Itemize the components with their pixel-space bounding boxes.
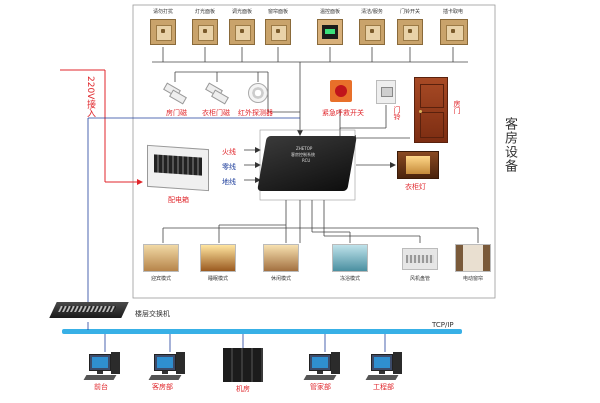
device-label-light: 灯光面板	[194, 9, 215, 15]
wardrobe-magnet-label: 衣柜门磁	[202, 109, 230, 117]
controller-brand: ZHETOP	[296, 146, 313, 151]
light-panel	[192, 19, 218, 45]
scene-bath-image	[332, 244, 368, 272]
device-label-cleaning: 清洁/服务	[361, 9, 383, 15]
curtain-panel	[265, 19, 291, 45]
butler-pc-icon	[303, 352, 341, 386]
device-label-dimmer: 调光面板	[231, 9, 252, 15]
ir-detector-icon	[248, 83, 268, 103]
thermostat-panel	[317, 19, 343, 45]
fire-wire-label: 火线	[222, 148, 236, 156]
electric-curtain-image	[455, 244, 491, 272]
neutral-wire-label: 零线	[222, 163, 236, 171]
input-220v-label: 220V接入	[85, 76, 95, 118]
scene-sleep-image	[200, 244, 236, 272]
wardrobe-lamp-image	[397, 151, 439, 179]
engineering-pc-icon	[365, 352, 403, 386]
wardrobe-lamp-label: 衣柜灯	[405, 183, 426, 191]
room-door-label: 房门	[453, 100, 461, 114]
endpoint-front-desk-label: 前台	[94, 383, 108, 391]
cleaning-switch	[359, 19, 385, 45]
controller-model: RCU	[302, 158, 311, 163]
device-label-curtain: 窗帘面板	[267, 9, 288, 15]
dnd-switch	[150, 19, 176, 45]
card-power-switch	[440, 19, 468, 45]
device-label-card-power: 插卡取电	[442, 9, 463, 15]
controller-name: 客房控制系统	[291, 152, 315, 157]
fan-coil-image	[402, 248, 438, 270]
device-label-thermostat: 温控面板	[319, 9, 340, 15]
scene-bath-label: 冻浴模式	[339, 276, 360, 282]
distribution-box	[147, 144, 209, 192]
wardrobe-magnet-icon	[205, 82, 229, 105]
emergency-label: 紧急呼救开关	[322, 109, 364, 117]
front-desk-pc-icon	[83, 352, 121, 386]
endpoint-housekeeping-label: 客房部	[152, 383, 173, 391]
tcp-ip-label: TCP/IP	[432, 321, 454, 329]
endpoint-butler-label: 管家部	[310, 383, 331, 391]
doorbell-switch	[397, 19, 423, 45]
emergency-button-icon	[330, 80, 352, 102]
door-magnet-icon	[163, 82, 187, 105]
floor-switch-label: 楼层交换机	[135, 310, 170, 318]
fan-coil-label: 风机盘管	[409, 276, 430, 282]
server-room-rack-icon	[223, 348, 263, 382]
room-door-icon	[414, 77, 448, 143]
scene-welcome-image	[143, 244, 179, 272]
ground-wire-label: 地线	[222, 178, 236, 186]
ir-detector-label: 红外探测器	[238, 109, 273, 117]
doorbell-label: 门铃	[393, 106, 401, 120]
endpoint-server-room-label: 机房	[236, 385, 250, 393]
device-label-dnd: 请勿打扰	[152, 9, 173, 15]
distribution-box-label: 配电箱	[168, 196, 189, 204]
endpoint-engineering-label: 工程部	[373, 383, 394, 391]
guest-room-label: 客房设备	[502, 117, 517, 173]
electric-curtain-label: 电动窗帘	[462, 276, 483, 282]
floor-switch	[49, 302, 129, 318]
scene-welcome-label: 迎宾模式	[150, 276, 171, 282]
rcu-controller	[257, 136, 357, 191]
tcp-ip-bus	[62, 329, 462, 334]
guest-room-frame	[132, 4, 496, 299]
door-magnet-label: 房门磁	[166, 109, 187, 117]
dimmer-panel	[229, 19, 255, 45]
scene-leisure-label: 休闲模式	[270, 276, 291, 282]
scene-leisure-image	[263, 244, 299, 272]
doorbell-icon	[376, 80, 396, 104]
housekeeping-pc-icon	[148, 352, 186, 386]
scene-sleep-label: 睡眠模式	[207, 276, 228, 282]
device-label-doorbell-switch: 门铃开关	[399, 9, 420, 15]
